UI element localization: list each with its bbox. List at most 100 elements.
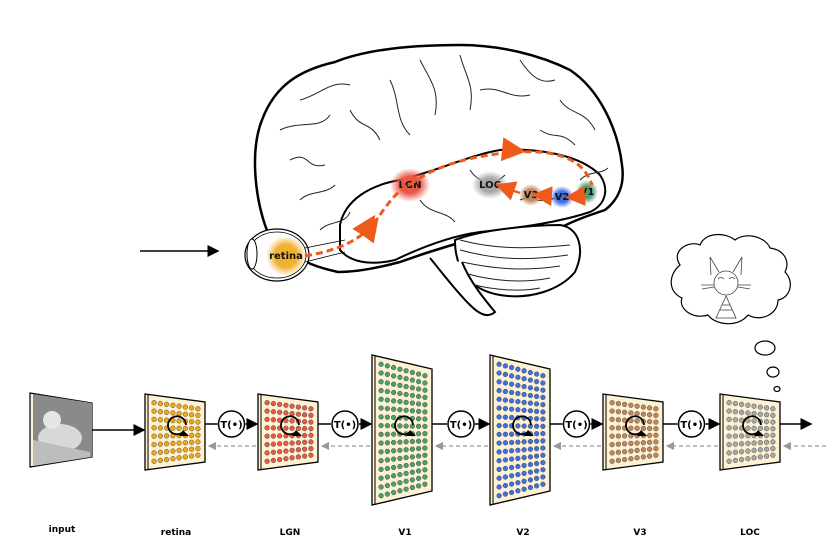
unit [189, 419, 195, 425]
unit [509, 489, 515, 496]
unit [176, 425, 182, 431]
recurrence-loop-icon [394, 415, 416, 436]
unit [384, 457, 390, 463]
unit [308, 439, 314, 445]
unit [403, 439, 409, 445]
stage-label-retina: retina [161, 528, 191, 538]
unit [609, 442, 615, 448]
unit [527, 408, 533, 414]
unit [634, 418, 640, 424]
unit [176, 403, 182, 409]
unit [527, 454, 533, 460]
unit [515, 382, 521, 388]
transform-node [677, 410, 706, 438]
unit [416, 386, 422, 392]
unit [270, 401, 276, 407]
unit [751, 447, 757, 453]
unit [745, 456, 751, 462]
unit [509, 448, 515, 454]
unit [170, 410, 176, 416]
feedforward-connection: T(•) [318, 410, 373, 438]
unit [403, 384, 409, 390]
unit [739, 401, 745, 407]
unit [527, 446, 533, 452]
unit [515, 472, 521, 478]
unit [378, 431, 384, 437]
unit [757, 454, 763, 460]
unit [378, 388, 384, 394]
unit [403, 462, 409, 469]
unit [176, 411, 182, 417]
unit [745, 425, 751, 431]
unit [391, 439, 397, 446]
unit [289, 418, 295, 424]
unit [647, 432, 653, 438]
unit [416, 475, 422, 481]
unit [295, 411, 301, 417]
layer-v2 [489, 354, 551, 506]
unit [615, 409, 621, 415]
layer-v3-units [609, 400, 659, 464]
unit [422, 402, 428, 408]
unit [521, 376, 527, 382]
unit [534, 371, 540, 377]
unit [509, 473, 515, 479]
unit [739, 449, 745, 455]
unit [384, 380, 390, 386]
unit [502, 363, 508, 369]
region-lgn-label: LGN [399, 180, 422, 191]
unit [378, 466, 384, 472]
unit [397, 382, 403, 388]
unit [416, 423, 422, 429]
unit [422, 474, 428, 480]
unit [302, 426, 308, 432]
unit [308, 419, 314, 425]
unit [540, 467, 546, 473]
unit [647, 419, 653, 425]
unit [422, 431, 428, 437]
stage-label-lgn: LGN [280, 528, 301, 538]
unit [622, 441, 628, 447]
unit [270, 417, 276, 423]
unit [634, 425, 640, 431]
unit [308, 412, 314, 418]
unit [195, 419, 201, 425]
region-loc: LOC [472, 171, 508, 199]
unit [422, 467, 428, 473]
unit [182, 404, 188, 410]
unit [151, 458, 157, 464]
unit [615, 457, 621, 463]
unit [403, 423, 409, 429]
unit [195, 432, 201, 438]
unit [264, 450, 270, 456]
unit [397, 447, 403, 453]
unit [416, 416, 422, 422]
unit [378, 405, 384, 411]
unit [391, 431, 397, 437]
unit [151, 408, 157, 414]
unit [496, 484, 502, 490]
unit [157, 417, 163, 423]
unit [647, 439, 653, 445]
unit [378, 475, 384, 481]
unit [640, 411, 646, 417]
unit [515, 455, 521, 461]
unit [403, 407, 409, 413]
unit [308, 446, 314, 452]
unit [283, 448, 289, 454]
unit [609, 433, 615, 439]
thought-bubble [670, 234, 791, 393]
unit [157, 449, 163, 455]
unit [770, 426, 776, 432]
transform-label: T(•) [334, 420, 356, 431]
unit [384, 371, 390, 377]
unit [409, 461, 415, 468]
unit [527, 392, 533, 399]
unit [521, 391, 527, 398]
unit [634, 455, 640, 461]
unit [422, 423, 428, 429]
unit [509, 431, 515, 437]
unit [739, 441, 745, 447]
unit [509, 381, 515, 387]
